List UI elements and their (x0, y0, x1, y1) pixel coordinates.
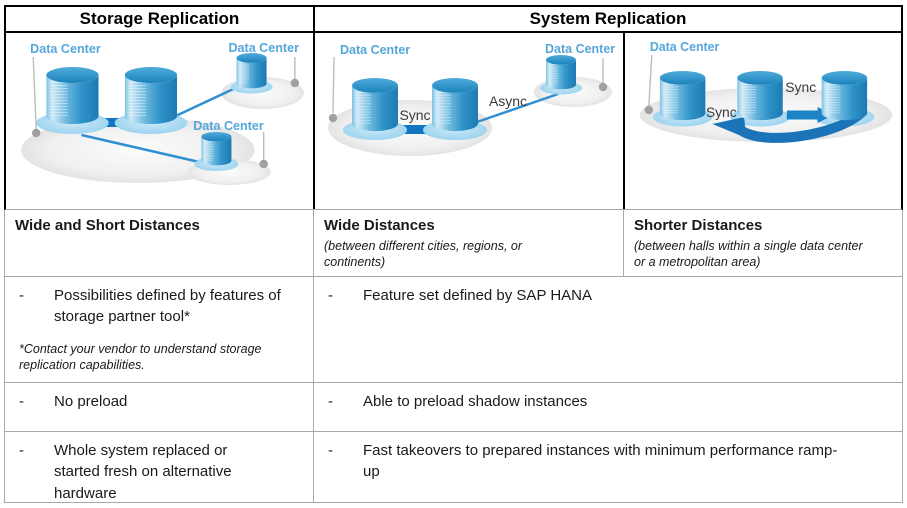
features-right-cell: - Feature set defined by SAP HANA (314, 277, 902, 382)
distance-cell-storage: Wide and Short Distances (5, 210, 314, 276)
storage-diagram-svg: Data Center Data Center Data Center (21, 41, 304, 185)
bullet-dash: - (328, 442, 333, 459)
data-center-label: Data Center (545, 42, 615, 56)
bullet-dash: - (328, 287, 333, 304)
diagram-row: Data Center Data Center Data Center (4, 33, 903, 210)
features-row: - Possibilities defined by features of s… (4, 277, 903, 383)
system-replication-short-diagram: Data Center Sync Sync (625, 33, 901, 209)
database-cylinder-icon (124, 67, 178, 124)
data-center-label: Data Center (650, 40, 720, 54)
distances-row: Wide and Short Distances Wide Distances … (4, 210, 903, 277)
system-replication-wide-diagram: Data Center Data Center Sync Async (315, 33, 625, 209)
takeover-curved-arrow (739, 109, 865, 143)
bullet-text: Whole system replaced or started fresh o… (54, 442, 232, 502)
bullet-item: - Whole system replaced or started fresh… (19, 440, 305, 504)
preload-left-cell: - No preload (5, 383, 314, 431)
database-cylinder-icon (201, 132, 232, 166)
database-cylinder-icon (352, 78, 398, 132)
bullet-item: - Able to preload shadow instances (328, 391, 894, 412)
database-cylinder-icon (546, 55, 576, 90)
takeover-row: - Whole system replaced or started fresh… (4, 432, 903, 503)
database-cylinder-icon (46, 67, 99, 124)
distance-subtitle: (between different cities, regions, or c… (324, 238, 523, 270)
bullet-text: Feature set defined by SAP HANA (363, 287, 593, 304)
bullet-dash: - (19, 393, 24, 410)
bullet-text: No preload (54, 393, 128, 410)
comparison-table: Storage Replication System Replication (4, 5, 903, 503)
system-wide-diagram-svg: Data Center Data Center Sync Async (328, 42, 615, 156)
takeover-arrowhead (712, 117, 747, 138)
takeover-left-cell: - Whole system replaced or started fresh… (5, 432, 314, 502)
bullet-item: - No preload (19, 391, 305, 412)
label-anchor-dot (598, 82, 608, 92)
preload-row: - No preload - Able to preload shadow in… (4, 383, 903, 432)
header-row: Storage Replication System Replication (4, 5, 903, 33)
preload-right-cell: - Able to preload shadow instances (314, 383, 902, 431)
label-anchor-dot (328, 113, 338, 123)
distance-title: Wide Distances (324, 217, 435, 234)
bullet-item: - Possibilities defined by features of s… (19, 285, 305, 328)
bullet-dash: - (328, 393, 333, 410)
database-cylinder-icon (236, 53, 267, 89)
bullet-item: - Feature set defined by SAP HANA (328, 285, 894, 306)
header-storage-replication: Storage Replication (6, 7, 315, 31)
label-leader-line (32, 56, 37, 130)
async-label: Async (489, 93, 527, 109)
async-link (476, 92, 559, 124)
system-short-diagram-svg: Data Center Sync Sync (639, 40, 893, 143)
distance-title: Wide and Short Distances (15, 217, 200, 234)
bullet-text: Possibilities defined by features of sto… (54, 287, 281, 326)
data-center-label: Data Center (193, 119, 264, 133)
sync-connector-bar (393, 125, 437, 134)
distance-subtitle: (between halls within a single data cent… (634, 238, 863, 270)
label-anchor-dot (259, 159, 268, 169)
vendor-footnote: *Contact your vendor to understand stora… (19, 341, 262, 372)
distance-title: Shorter Distances (634, 217, 763, 234)
data-center-label: Data Center (228, 41, 299, 55)
database-cylinder-icon (737, 71, 783, 121)
label-leader-line (332, 56, 335, 114)
label-anchor-dot (31, 128, 41, 138)
distance-cell-shorter: Shorter Distances (between halls within … (624, 210, 902, 276)
database-cylinder-icon (821, 71, 868, 121)
bullet-dash: - (19, 287, 24, 304)
storage-replication-diagram: Data Center Data Center Data Center (6, 33, 315, 209)
bullet-text: Fast takeovers to prepared instances wit… (363, 442, 838, 481)
sync-label: Sync (706, 104, 737, 120)
bullet-item: - Fast takeovers to prepared instances w… (328, 440, 894, 483)
bullet-text: Able to preload shadow instances (363, 393, 588, 410)
database-cylinder-icon (432, 78, 478, 132)
bullet-dash: - (19, 442, 24, 459)
header-system-replication: System Replication (529, 9, 687, 28)
sync-label: Sync (399, 107, 430, 123)
features-left-cell: - Possibilities defined by features of s… (5, 277, 314, 382)
label-anchor-dot (644, 105, 653, 115)
distance-cell-wide: Wide Distances (between different cities… (314, 210, 624, 276)
database-cylinder-icon (659, 71, 706, 121)
replication-link (81, 133, 200, 164)
sync-label: Sync (785, 79, 816, 95)
data-center-label: Data Center (30, 42, 101, 56)
label-leader-line (648, 54, 653, 107)
data-center-label: Data Center (340, 43, 410, 57)
label-anchor-dot (290, 78, 300, 88)
takeover-right-cell: - Fast takeovers to prepared instances w… (314, 432, 902, 502)
